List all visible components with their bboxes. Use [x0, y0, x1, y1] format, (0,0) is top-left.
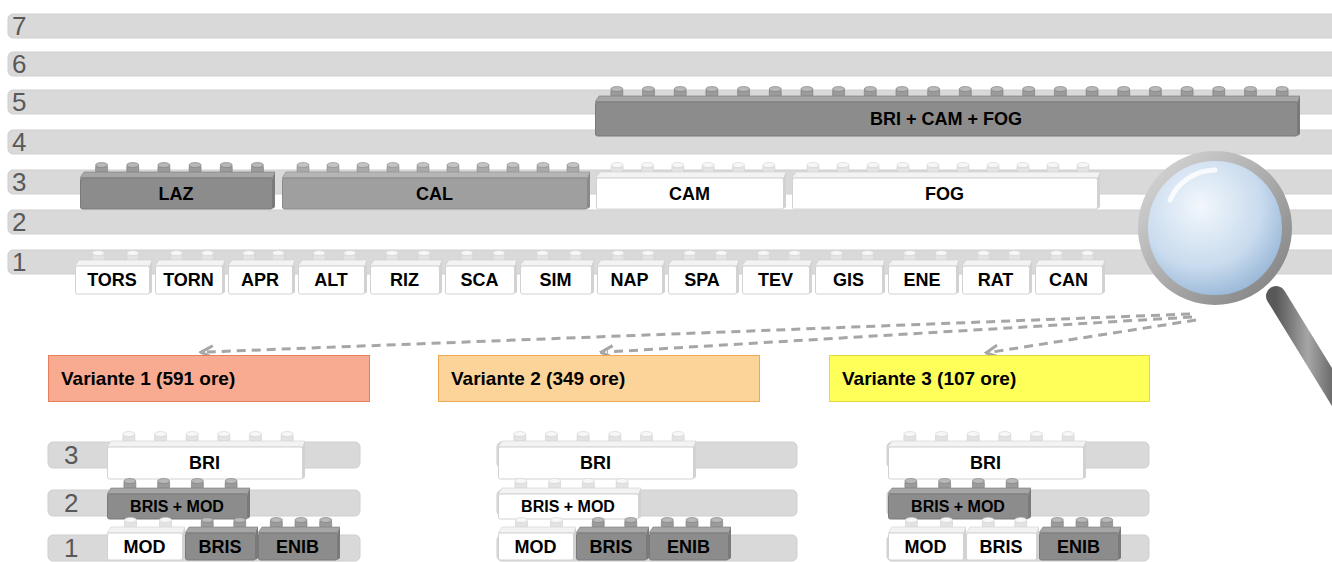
brick-label: BRIS + MOD — [888, 494, 1028, 520]
lego-brick: TORS — [75, 250, 152, 295]
level-number: 3 — [64, 442, 78, 468]
brick-label: GIS — [815, 266, 882, 295]
brick-label: CAN — [1035, 266, 1102, 295]
brick-label: SPA — [668, 266, 736, 295]
brick-label: MOD — [888, 533, 963, 561]
level-number: 7 — [12, 13, 26, 39]
lego-brick: ENIB — [649, 517, 731, 561]
lego-brick: LAZ — [80, 162, 275, 210]
brick-label: APR — [228, 266, 292, 295]
lego-brick: FOG — [792, 162, 1100, 210]
lego-brick: BRI — [107, 431, 305, 480]
lego-brick: RAT — [962, 250, 1032, 295]
brick-label: MOD — [107, 533, 182, 561]
lego-brick: SPA — [668, 250, 739, 295]
level-stripes — [8, 14, 1332, 561]
level-number: 2 — [12, 209, 26, 235]
magnifier — [1143, 156, 1332, 400]
level-number: 2 — [64, 490, 78, 516]
leader-arrows — [207, 314, 1196, 352]
lego-brick: BRIS — [185, 517, 258, 561]
lego-brick: BRIS — [576, 517, 649, 561]
brick-label: ENIB — [649, 533, 728, 561]
brick-label: BRIS — [576, 533, 646, 561]
lego-brick: SCA — [445, 250, 517, 295]
lego-brick: BRIS + MOD — [498, 478, 641, 520]
lego-brick: ENE — [888, 250, 959, 295]
variant-box: Variante 1 (591 ore) — [48, 355, 370, 402]
lego-brick: BRI + CAM + FOG — [595, 86, 1300, 137]
brick-label: NAP — [597, 266, 662, 295]
lego-brick: BRI — [498, 431, 696, 480]
brick-label: BRI — [498, 447, 693, 480]
lego-brick: NAP — [597, 250, 665, 295]
lego-brick: RIZ — [370, 250, 442, 295]
lego-brick: CAN — [1035, 250, 1105, 295]
variant-label: Variante 2 (349 ore) — [439, 356, 759, 401]
lego-brick: SIM — [520, 250, 594, 295]
variant-box: Variante 3 (107 ore) — [829, 355, 1150, 402]
brick-label: CAM — [596, 178, 783, 210]
brick-label: BRI + CAM + FOG — [595, 102, 1297, 137]
brick-label: BRI — [888, 447, 1083, 480]
lego-brick: ENIB — [258, 517, 340, 561]
brick-label: CAL — [282, 178, 587, 210]
lego-brick: ENIB — [1039, 517, 1121, 561]
brick-label: BRIS — [966, 533, 1036, 561]
brick-label: BRI — [107, 447, 302, 480]
brick-label: SCA — [445, 266, 514, 295]
brick-label: SIM — [520, 266, 591, 295]
lego-brick: GIS — [815, 250, 885, 295]
brick-label: BRIS + MOD — [107, 494, 247, 520]
level-number: 1 — [64, 535, 78, 561]
variant-label: Variante 3 (107 ore) — [830, 356, 1149, 401]
brick-label: LAZ — [80, 178, 272, 210]
lego-brick: CAL — [282, 162, 590, 210]
lego-brick: BRI — [888, 431, 1086, 480]
lego-brick: MOD — [888, 517, 966, 561]
brick-label: RAT — [962, 266, 1029, 295]
lego-brick: ALT — [298, 250, 367, 295]
lego-brick: APR — [228, 250, 295, 295]
brick-label: TORN — [155, 266, 222, 295]
brick-label: FOG — [792, 178, 1097, 210]
lego-brick: TEV — [742, 250, 812, 295]
variant-label: Variante 1 (591 ore) — [49, 356, 369, 401]
lego-brick: BRIS — [966, 517, 1039, 561]
level-number: 6 — [12, 51, 26, 77]
brick-label: MOD — [498, 533, 573, 561]
brick-label: ALT — [298, 266, 364, 295]
level-number: 4 — [12, 129, 26, 155]
brick-label: BRIS + MOD — [498, 494, 638, 520]
level-number: 3 — [12, 169, 26, 195]
brick-label: ENE — [888, 266, 956, 295]
lego-brick: BRIS + MOD — [888, 478, 1031, 520]
lego-brick: BRIS + MOD — [107, 478, 250, 520]
brick-label: BRIS — [185, 533, 255, 561]
brick-label: TORS — [75, 266, 149, 295]
lego-brick: MOD — [107, 517, 185, 561]
lego-brick: CAM — [596, 162, 786, 210]
lego-brick: TORN — [155, 250, 225, 295]
brick-label: ENIB — [258, 533, 337, 561]
level-number: 1 — [12, 249, 26, 275]
variant-box: Variante 2 (349 ore) — [438, 355, 760, 402]
brick-label: RIZ — [370, 266, 439, 295]
lego-brick: MOD — [498, 517, 576, 561]
level-number: 5 — [12, 89, 26, 115]
brick-label: ENIB — [1039, 533, 1118, 561]
brick-label: TEV — [742, 266, 809, 295]
